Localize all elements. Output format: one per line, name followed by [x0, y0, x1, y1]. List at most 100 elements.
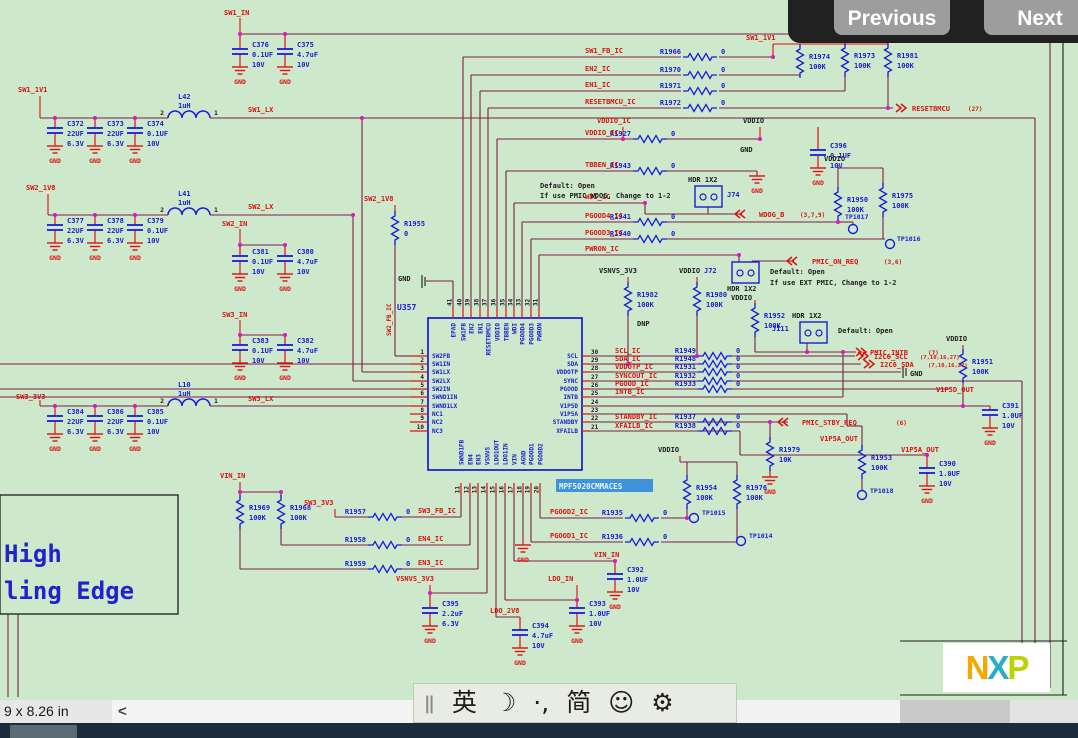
resistor-value: 100K — [892, 202, 910, 210]
capacitor-voltage: 10V — [532, 642, 545, 650]
resistor-ref: R1955 — [404, 220, 425, 228]
resistor-ref: R1943 — [610, 162, 631, 170]
resistor — [698, 367, 732, 377]
ic-pin-label: SW1LX — [432, 369, 450, 376]
capacitor-value: 4.7uF — [532, 632, 553, 640]
capacitor-ref: C380 — [297, 248, 314, 256]
emoji-icon[interactable]: ☺ — [608, 688, 635, 717]
resistor-ref: R1980 — [706, 291, 727, 299]
resistor — [750, 303, 760, 337]
schematic-label: PWRON_IC — [585, 245, 619, 253]
taskbar-thumbnail[interactable] — [10, 725, 77, 738]
simplified-chinese-icon[interactable]: 简 — [566, 688, 592, 717]
punctuation-icon[interactable]: ·, — [533, 688, 550, 717]
schematic-label: PMIC_INTB — [870, 349, 908, 357]
resistor-value: 0 — [736, 380, 740, 388]
capacitor-voltage: 10V — [147, 237, 160, 245]
ic-pin-number: 31 — [533, 298, 540, 306]
junction-dot — [621, 137, 625, 141]
junction-dot — [53, 404, 57, 408]
schematic-label: PMIC_STBY_REQ — [802, 419, 857, 427]
ic-pin-label: PGOOD4 — [520, 323, 527, 345]
ic-body — [427, 317, 583, 471]
capacitor-voltage: 10V — [252, 61, 265, 69]
resistor-value: 0 — [736, 372, 740, 380]
ic-pin-label: PGOOD — [560, 386, 578, 393]
junction-dot — [758, 137, 762, 141]
ground-label: GND — [129, 254, 141, 262]
testpoint-label: TP1017 — [845, 213, 869, 221]
resistor — [390, 211, 400, 245]
resistor-value: 0 — [404, 230, 408, 238]
collapse-chevron-icon[interactable]: < — [118, 703, 127, 720]
ic-pin-number: 38 — [474, 298, 481, 306]
schematic-label: VDDOTP_IC — [615, 363, 653, 371]
ic-pin-label: V1P5A — [560, 411, 578, 418]
junction-dot — [428, 591, 432, 595]
ic-pin-number: 37 — [482, 298, 489, 306]
ic-pin-label: INTB — [564, 394, 579, 401]
offpage-chevron — [785, 256, 798, 266]
previous-button[interactable]: Previous — [834, 0, 950, 35]
resistor-ref: R1974 — [809, 53, 830, 61]
ic-pin-label: SWND1FB — [459, 439, 466, 465]
resistor-ref: R1950 — [847, 196, 868, 204]
logo-letter-p: P — [1007, 648, 1029, 686]
ground-label: GND — [984, 439, 996, 447]
resistor-ref: R1981 — [897, 52, 918, 60]
resistor-value: 0 — [671, 230, 675, 238]
testpoint — [856, 489, 868, 501]
schematic-label: HDR 1X2 — [727, 285, 757, 293]
resistor-value: 100K — [746, 494, 764, 502]
ic-pin-number: 2 — [420, 357, 424, 364]
resistor-value: 10K — [779, 456, 792, 464]
capacitor-ref: C384 — [67, 408, 84, 416]
capacitor-value: 1.0UF — [939, 470, 960, 478]
resistor-ref: R1951 — [972, 358, 993, 366]
schematic-label: PGOOD2_IC — [550, 508, 588, 516]
schematic-label: SW1_FB_IC — [585, 47, 623, 55]
ic-pin-label: XFAILB — [556, 428, 578, 435]
schematic-label: HDR 1X2 — [688, 176, 718, 184]
junction-dot — [279, 490, 283, 494]
settings-gear-icon[interactable]: ⚙ — [651, 688, 674, 717]
ic-pin-number: 4 — [420, 374, 424, 381]
junction-dot — [93, 116, 97, 120]
resistor — [840, 43, 850, 77]
header-connector — [694, 185, 723, 208]
ic-pin-number: 22 — [591, 415, 599, 422]
ground-label: GND — [129, 445, 141, 453]
resistor — [276, 495, 286, 529]
pin-number: 2 — [160, 206, 164, 214]
english-mode-icon[interactable]: 英 — [451, 688, 477, 717]
schematic-label: INTB_IC — [615, 388, 645, 396]
schematic-label: PGOOD3_IC — [585, 229, 623, 237]
schematic-label: SW1_1V1 — [18, 86, 48, 94]
junction-dot — [133, 116, 137, 120]
junction-dot — [768, 420, 772, 424]
capacitor-voltage: 6.3V — [107, 428, 125, 436]
ic-pin-number: 21 — [591, 424, 599, 431]
resistor — [625, 537, 659, 547]
ic-pin-number: 36 — [491, 298, 498, 306]
resistor-ref: R1972 — [660, 99, 681, 107]
page-size-status: 9 x 8.26 in — [0, 700, 112, 723]
drag-handle-icon[interactable]: ‖ — [424, 692, 435, 714]
resistor-ref: R1948 — [675, 355, 696, 363]
resistor-ref: R1970 — [660, 66, 681, 74]
pin-number: 1 — [214, 206, 218, 214]
junction-dot — [53, 213, 57, 217]
logo-letter-x: X — [987, 648, 1009, 686]
schematic-label: VSNVS_3V3 — [599, 267, 637, 275]
moon-icon[interactable]: ☽ — [493, 688, 517, 717]
schematic-label: VDDIO — [679, 267, 700, 275]
resistor-value: 100K — [290, 514, 308, 522]
ic-pin-number: 29 — [591, 357, 599, 364]
capacitor-ref: C396 — [830, 142, 847, 150]
schematic-label: SYNCOUT_IC — [615, 372, 657, 380]
junction-dot — [360, 116, 364, 120]
next-button[interactable]: Next — [984, 0, 1078, 35]
resistor — [633, 134, 667, 144]
capacitor-ref: C377 — [67, 217, 84, 225]
capacitor-value: 0.1UF — [252, 347, 273, 355]
